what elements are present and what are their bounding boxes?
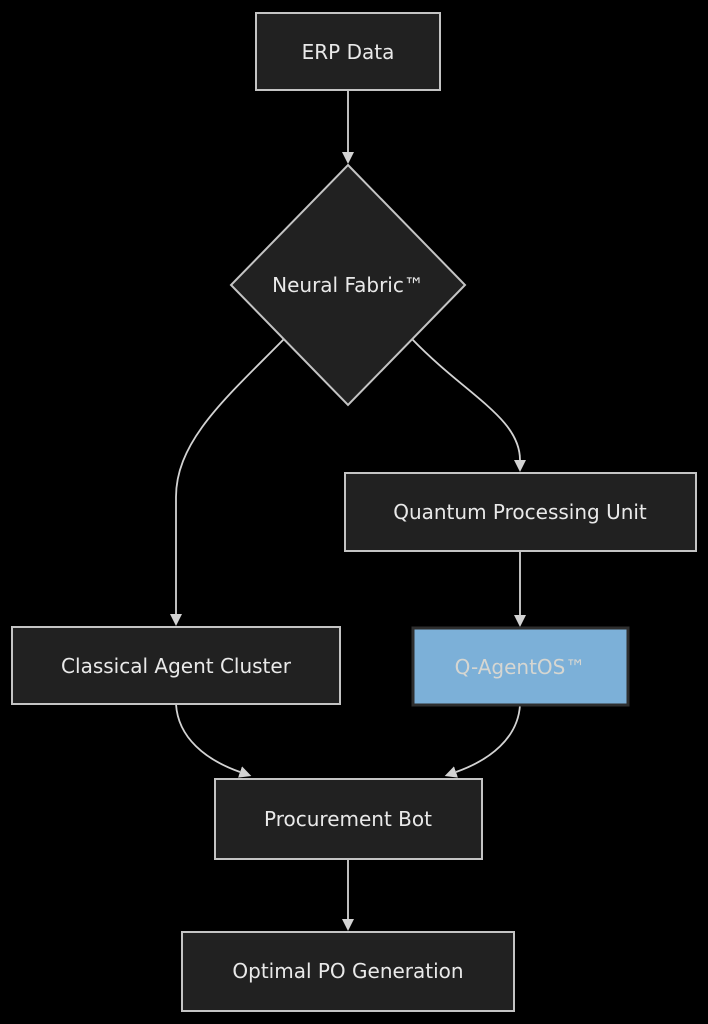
edge-layer xyxy=(170,91,526,931)
node-erp-data-label: ERP Data xyxy=(302,40,395,64)
node-erp-data-box xyxy=(255,12,441,91)
node-classical-agent-cluster-label: Classical Agent Cluster xyxy=(61,654,292,678)
node-classical-agent-cluster: Classical Agent Cluster xyxy=(11,626,341,705)
node-q-agentos: Q-AgentOS™ xyxy=(411,626,630,707)
node-optimal-po-generation: Optimal PO Generation xyxy=(181,931,515,1012)
node-optimal-po-generation-box xyxy=(181,931,515,1012)
node-quantum-processing-unit-box xyxy=(344,472,697,552)
node-procurement-bot: Procurement Bot xyxy=(214,778,483,860)
node-erp-data: ERP Data xyxy=(255,12,441,91)
edge-qagentos-to-procurement xyxy=(444,704,521,778)
edge-neural-to-qpu xyxy=(411,338,526,472)
node-neural-fabric-diamond xyxy=(229,163,467,407)
node-quantum-processing-unit: Quantum Processing Unit xyxy=(344,472,697,552)
node-classical-agent-cluster-box xyxy=(11,626,341,705)
node-procurement-bot-label: Procurement Bot xyxy=(264,807,432,831)
node-procurement-bot-box xyxy=(214,778,483,860)
node-q-agentos-box xyxy=(411,626,630,707)
node-q-agentos-label: Q-AgentOS™ xyxy=(455,655,586,679)
node-layer: ERP Data Neural Fabric™ Quantum Processi… xyxy=(11,12,697,1012)
node-quantum-processing-unit-label: Quantum Processing Unit xyxy=(393,500,647,524)
edge-neural-to-classical xyxy=(170,338,285,626)
node-optimal-po-generation-label: Optimal PO Generation xyxy=(232,959,463,983)
node-neural-fabric-label: Neural Fabric™ xyxy=(272,273,424,297)
node-neural-fabric: Neural Fabric™ xyxy=(229,163,467,407)
edge-classical-to-procurement xyxy=(175,703,252,778)
